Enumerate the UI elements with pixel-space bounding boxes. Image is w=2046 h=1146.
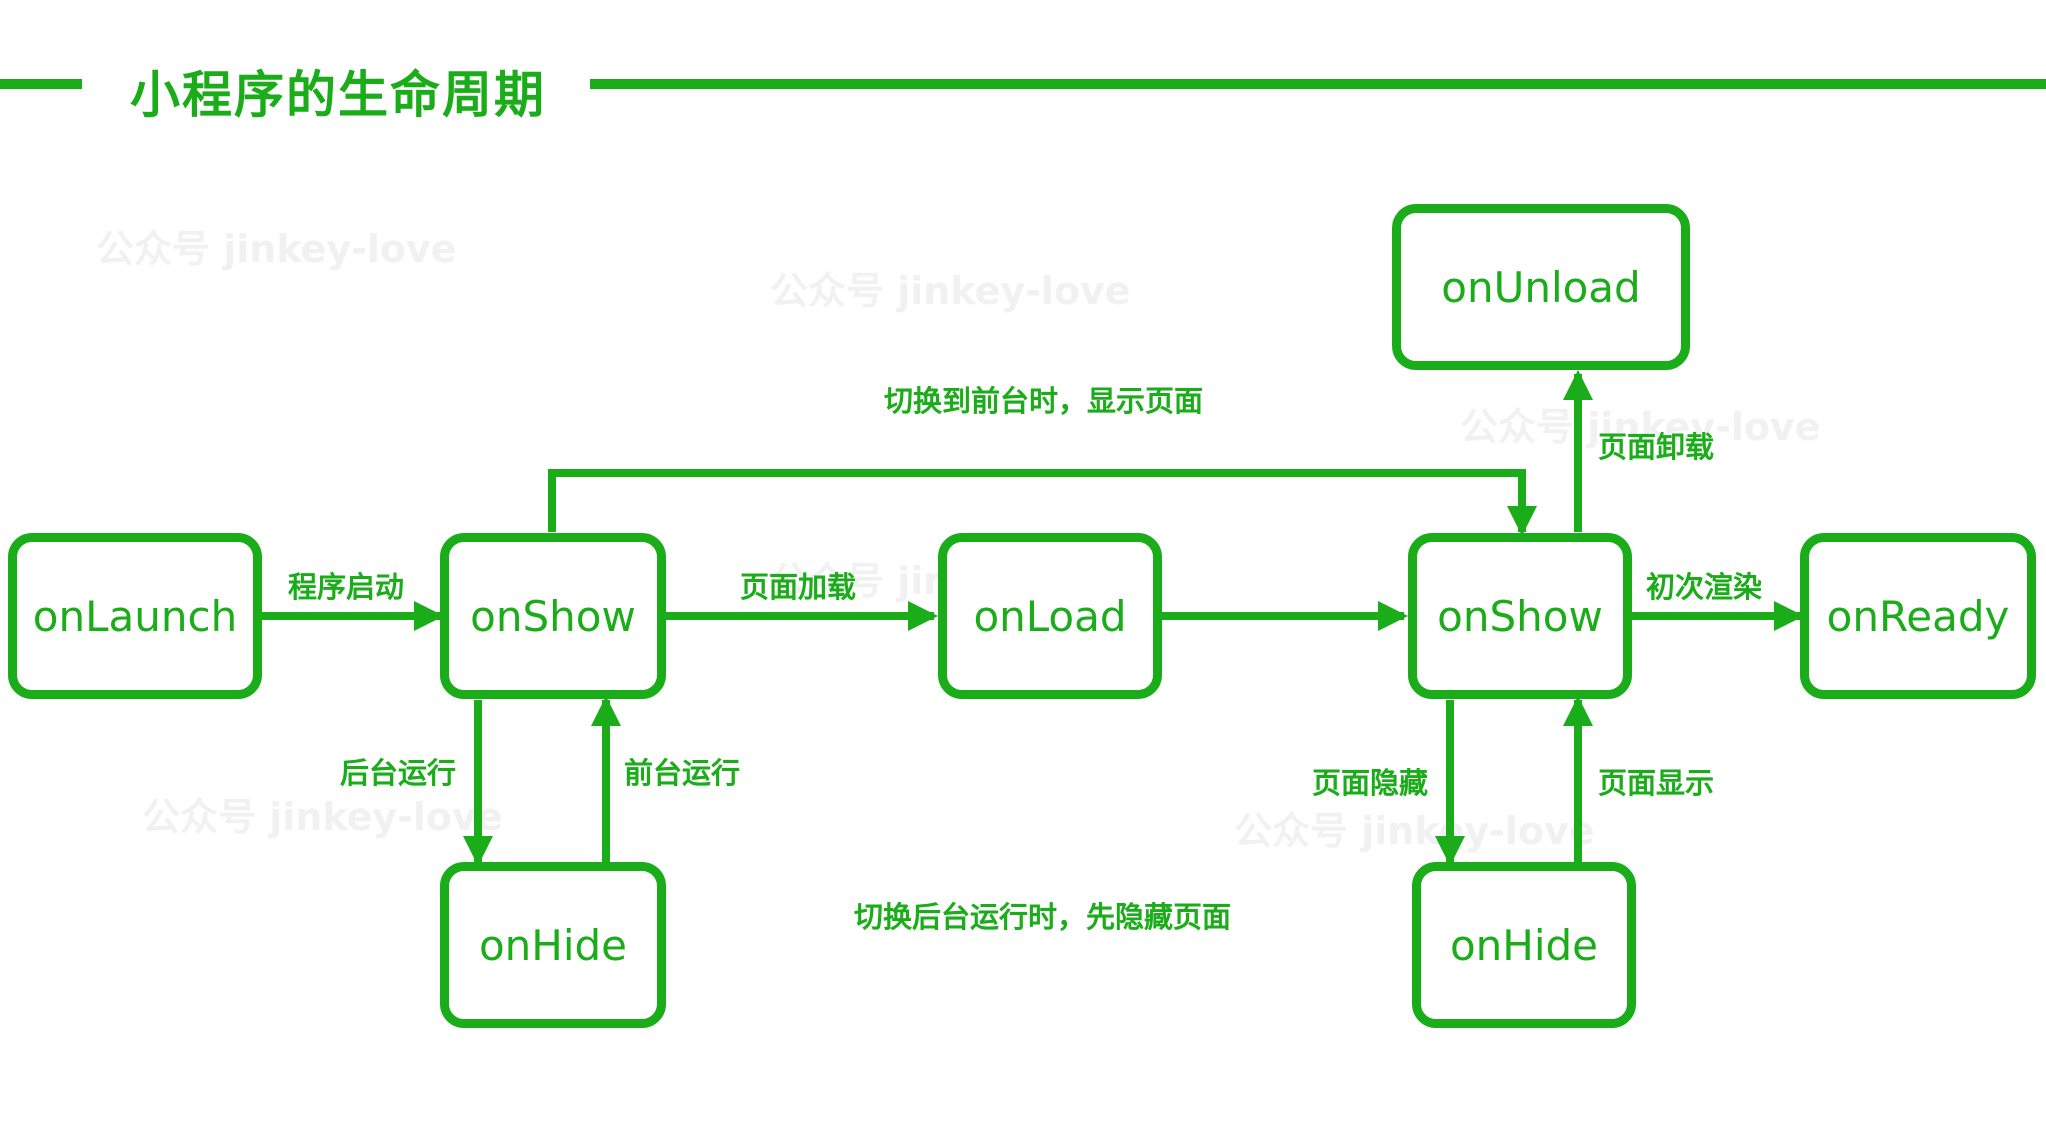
label-background-note: 切换后台运行时，先隐藏页面 bbox=[854, 900, 1232, 934]
watermark: 公众号 jinkey-love bbox=[1460, 405, 1821, 449]
node-onready: onReady bbox=[1800, 533, 2036, 699]
node-onshow-app: onShow bbox=[440, 533, 666, 699]
label-first-render: 初次渲染 bbox=[1646, 570, 1763, 604]
node-onhide-page: onHide bbox=[1412, 862, 1636, 1028]
label-page-hide: 页面隐藏 bbox=[1312, 766, 1429, 800]
watermark: 公众号 jinkey-love bbox=[96, 227, 457, 271]
label-page-show: 页面显示 bbox=[1598, 766, 1715, 800]
label-page-unload: 页面卸载 bbox=[1598, 430, 1715, 464]
label-app-foreground-return: 前台运行 bbox=[624, 756, 741, 790]
watermark: 公众号 jinkey-love bbox=[1234, 809, 1595, 853]
node-onshow-page: onShow bbox=[1408, 533, 1632, 699]
edge-foreground-loop bbox=[548, 469, 1537, 536]
label-launch-to-show: 程序启动 bbox=[288, 570, 405, 604]
watermark: 公众号 jinkey-love bbox=[770, 269, 1131, 313]
title-rule-left bbox=[0, 79, 82, 89]
label-show-to-load: 页面加载 bbox=[740, 570, 857, 604]
node-onlaunch: onLaunch bbox=[8, 533, 262, 699]
title-rule-right bbox=[590, 79, 2046, 89]
watermark: 公众号 jinkey-love bbox=[142, 795, 503, 839]
label-app-background: 后台运行 bbox=[340, 756, 457, 790]
node-onunload: onUnload bbox=[1392, 204, 1690, 370]
page-title: 小程序的生命周期 bbox=[130, 66, 546, 124]
label-app-foreground: 切换到前台时，显示页面 bbox=[884, 384, 1204, 418]
node-onload: onLoad bbox=[938, 533, 1162, 699]
node-onhide-app: onHide bbox=[440, 862, 666, 1028]
